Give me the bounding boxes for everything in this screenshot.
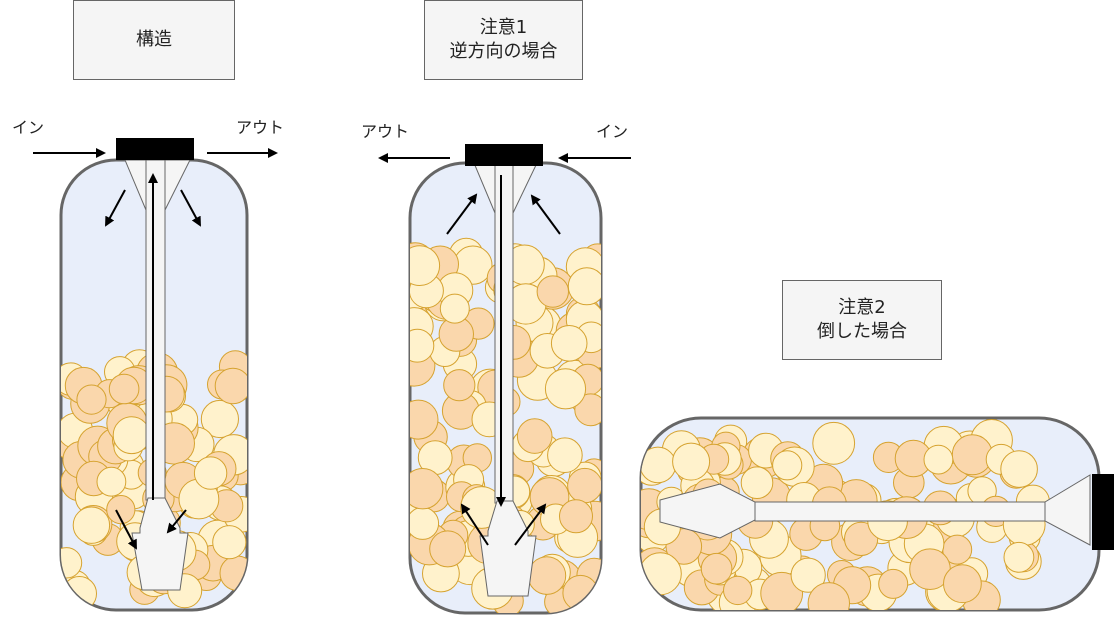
reverse-in-label: イン xyxy=(596,122,629,141)
reverse-title-box: 注意1 逆方向の場合 xyxy=(424,0,583,80)
tilted-title-box: 注意2 倒した場合 xyxy=(782,280,942,360)
reverse-bead xyxy=(544,368,587,410)
reverse-bead xyxy=(410,399,439,440)
tilted-tank xyxy=(639,416,1114,612)
structure-bead xyxy=(193,456,228,490)
tilted-bead xyxy=(772,450,803,481)
reverse-out-label: アウト xyxy=(361,122,410,141)
reverse-bead xyxy=(536,275,569,308)
structure-bead xyxy=(112,416,151,455)
structure-bead xyxy=(106,495,136,525)
reverse-bead xyxy=(574,393,601,427)
structure-bead xyxy=(212,525,247,560)
structure-cap xyxy=(116,138,194,160)
reverse-distributor xyxy=(473,162,538,597)
tilted-bead xyxy=(700,552,733,585)
tilted-bead xyxy=(951,434,993,476)
reverse-bead xyxy=(410,245,441,287)
reverse-cap xyxy=(465,144,543,166)
tilted-center-pipe xyxy=(754,501,1091,522)
structure-center-pipe xyxy=(145,159,166,501)
reverse-bead xyxy=(527,556,567,595)
structure-out-label: アウト xyxy=(236,118,285,137)
reverse-bottom-strainer xyxy=(479,500,537,597)
reverse-up-left-arrow xyxy=(446,193,478,235)
tilted-bead xyxy=(923,444,954,475)
reverse-center-pipe xyxy=(494,162,514,504)
tilted-bead xyxy=(844,521,879,557)
tilted-bead xyxy=(672,442,711,481)
reverse-title-line2: 逆方向の場合 xyxy=(449,41,558,62)
tilted-bead xyxy=(723,575,753,606)
structure-spray-left-arrow xyxy=(105,189,126,227)
reverse-up-right-arrow xyxy=(530,194,561,235)
tilted-bead xyxy=(760,571,804,610)
tilted-distributor xyxy=(659,474,1091,546)
tilted-cap xyxy=(1092,474,1114,550)
reverse-bead xyxy=(410,468,444,510)
reverse-bead xyxy=(429,530,467,568)
structure-bead xyxy=(76,384,107,415)
tilted-bead xyxy=(878,568,909,599)
tilted-title-line1: 注意2 xyxy=(838,296,886,318)
structure-bead xyxy=(219,555,247,591)
reverse-bottom-right-arrow xyxy=(514,503,547,546)
structure-bead xyxy=(214,367,247,405)
reverse-bead xyxy=(443,369,476,402)
reverse-bottom-left-arrow xyxy=(460,503,489,546)
structure-in-label: イン xyxy=(12,118,45,137)
reverse-tank xyxy=(378,144,631,615)
reverse-title-line1: 注意1 xyxy=(479,16,528,38)
reverse-bead xyxy=(550,325,588,362)
reverse-bead xyxy=(567,267,601,306)
structure-bead xyxy=(72,506,111,544)
structure-title-box: 構造 xyxy=(73,0,235,80)
tilted-bead xyxy=(812,421,856,465)
structure-collect-left-arrow xyxy=(115,509,137,550)
tilted-bead xyxy=(1000,450,1038,488)
reverse-bead xyxy=(562,574,599,612)
structure-bead xyxy=(61,547,83,579)
reverse-bead xyxy=(516,418,553,454)
structure-bottom-strainer xyxy=(131,497,189,591)
structure-bead xyxy=(108,373,140,405)
reverse-bead xyxy=(439,293,470,324)
reverse-bead xyxy=(410,328,435,363)
reverse-bead xyxy=(559,499,593,534)
tilted-title-line2: 倒した場合 xyxy=(817,321,907,342)
structure-collect-right-arrow xyxy=(166,509,187,534)
structure-bead xyxy=(200,399,239,439)
tilted-bead xyxy=(790,557,826,593)
tilted-bead xyxy=(1003,541,1035,573)
tilted-bead xyxy=(943,564,982,604)
structure-spray-right-arrow xyxy=(180,189,201,227)
structure-tank xyxy=(33,138,278,612)
reverse-bead xyxy=(567,467,601,504)
tilted-top-strainer xyxy=(1044,474,1091,546)
tilted-bead xyxy=(740,466,774,500)
reverse-bead xyxy=(547,437,583,474)
reverse-bead xyxy=(410,506,440,540)
structure-title: 構造 xyxy=(136,28,172,50)
tilted-bead xyxy=(807,582,850,610)
structure-bead xyxy=(96,466,127,497)
